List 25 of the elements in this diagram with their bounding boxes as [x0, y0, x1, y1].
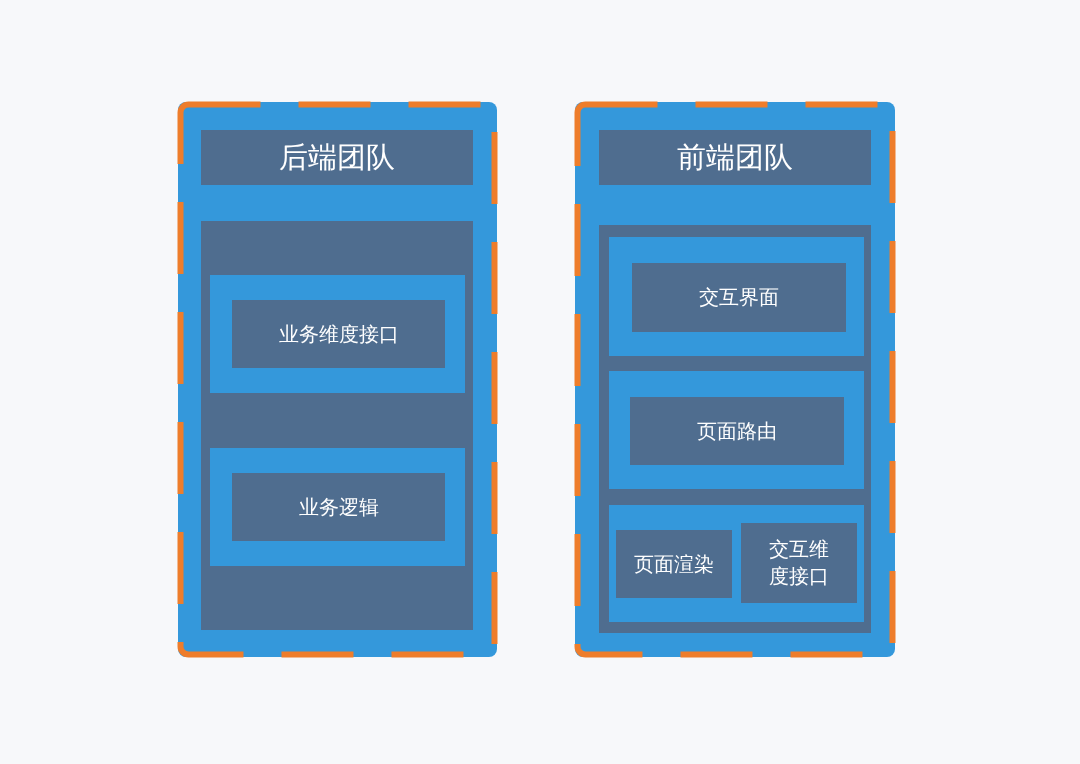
module-box — [741, 523, 857, 603]
module-band — [210, 275, 465, 393]
team-container — [575, 102, 895, 657]
module-band — [609, 237, 864, 356]
module-label: 交互维度接口 — [768, 536, 830, 590]
module-label: 页面渲染 — [634, 550, 714, 578]
team-title-box — [599, 130, 871, 185]
module-band — [210, 448, 465, 566]
module-box — [630, 397, 844, 465]
team-title-box — [201, 130, 473, 185]
layer-panel — [201, 221, 473, 630]
module-box — [232, 300, 445, 368]
module-band — [609, 371, 864, 489]
module-label: 业务维度接口 — [278, 320, 399, 348]
module-box — [232, 473, 445, 541]
module-box — [632, 263, 846, 332]
module-label: 交互界面 — [699, 284, 779, 311]
team-title: 后端团队 — [279, 138, 395, 176]
team-container — [178, 102, 497, 657]
module-band — [609, 505, 864, 622]
layer-panel — [599, 225, 871, 633]
module-label: 业务逻辑 — [298, 493, 379, 521]
module-box — [616, 530, 732, 598]
module-label: 页面路由 — [697, 417, 777, 445]
team-title: 前端团队 — [677, 138, 793, 176]
